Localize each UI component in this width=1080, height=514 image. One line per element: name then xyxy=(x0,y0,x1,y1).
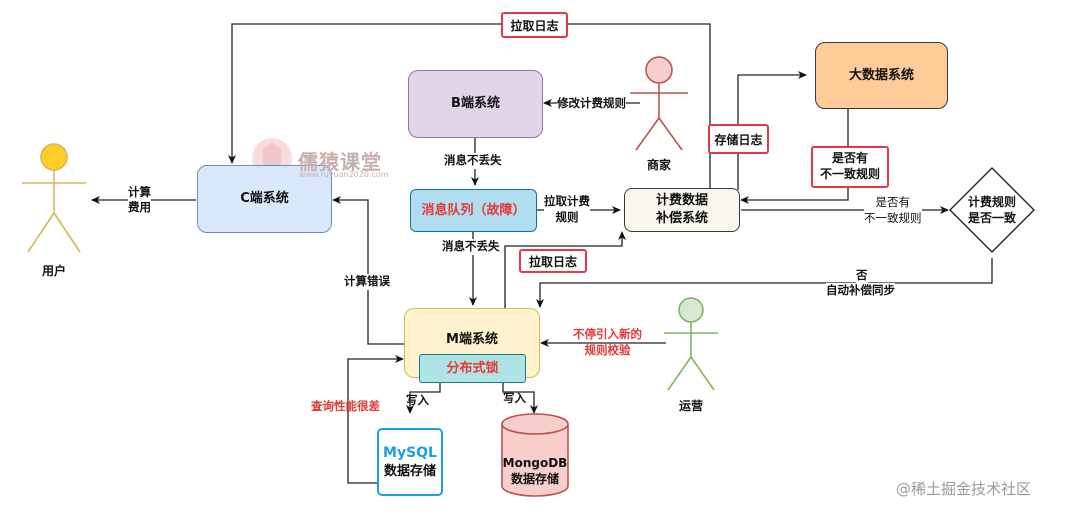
mysql-label-1: MySQL xyxy=(383,444,437,461)
decision-diamond xyxy=(949,167,1035,253)
edge-write-mongo xyxy=(502,383,538,414)
actor-operator xyxy=(664,297,718,391)
edge-write-mysql xyxy=(406,383,441,414)
billing-system-node[interactable]: 计费数据 补偿系统 xyxy=(624,188,740,232)
billing-label-2: 补偿系统 xyxy=(655,211,708,226)
label-calc-fee: 计算 费用 xyxy=(128,185,151,215)
mq-node[interactable]: 消息队列（故障） xyxy=(410,189,537,232)
label-inconsistent: 是否有 不一致规则 xyxy=(864,195,922,227)
distributed-lock-label: 分布式锁 xyxy=(446,360,499,376)
label-inconsistent-2: 不一致规则 xyxy=(864,210,922,225)
edge-inconsistent-back xyxy=(740,108,849,204)
mysql-label-2: 数据存储 xyxy=(383,463,436,479)
label-calc-error: 计算错误 xyxy=(344,274,390,290)
actor-merchant xyxy=(630,56,688,151)
label-pull-rules: 拉取计费 规则 xyxy=(544,193,590,226)
bigdata-label: 大数据系统 xyxy=(848,67,914,83)
label-new-rules-1: 不停引入新的 xyxy=(573,327,642,341)
actor-operator-name: 运营 xyxy=(678,399,703,413)
mq-label: 消息队列（故障） xyxy=(421,202,526,218)
actor-merchant-name: 商家 xyxy=(646,158,671,172)
label-write-1: 写入 xyxy=(406,393,429,407)
billing-label-1: 计费数据 xyxy=(655,193,708,209)
actor-user-name: 用户 xyxy=(41,264,66,278)
label-calc-fee-2: 费用 xyxy=(128,199,151,214)
tag-inconsistent-2: 不一致规则 xyxy=(819,167,880,181)
tag-store-log: 存储日志 xyxy=(708,124,769,154)
mongodb-node[interactable]: MongoDB 数据存储 xyxy=(502,450,568,492)
b-system-node[interactable]: B端系统 xyxy=(408,70,543,138)
mongodb-label-2: 数据存储 xyxy=(510,472,559,486)
label-pull-rules-2: 规则 xyxy=(555,210,579,225)
distributed-lock-node[interactable]: 分布式锁 xyxy=(419,354,526,383)
edge-pull-log-top xyxy=(228,23,711,188)
label-inconsistent-1: 是否有 xyxy=(875,195,911,209)
c-system-node[interactable]: C端系统 xyxy=(197,165,332,233)
mongodb-label-1: MongoDB xyxy=(502,455,568,470)
b-system-label: B端系统 xyxy=(451,96,500,112)
c-system-label: C端系统 xyxy=(240,191,289,207)
label-new-rules: 不停引入新的 规则校验 xyxy=(573,327,642,358)
decision-label-1: 计费规则 xyxy=(967,194,1016,209)
edge-slow-query xyxy=(347,355,404,484)
tag-inconsistent-1: 是否有 xyxy=(831,151,868,166)
label-new-rules-2: 规则校验 xyxy=(584,342,631,357)
actor-user xyxy=(22,143,86,253)
decision-label-2: 是否一致 xyxy=(967,211,1016,225)
tag-pull-log-top: 拉取日志 xyxy=(501,12,568,38)
watermark-brand: 儒猿课堂 xyxy=(298,150,382,174)
label-auto-sync: 自动补偿同步 xyxy=(826,283,895,299)
label-calc-fee-1: 计算 xyxy=(128,185,151,199)
tag-pull-log-mid: 拉取日志 xyxy=(519,249,587,273)
label-slow-query: 查询性能很差 xyxy=(311,399,380,413)
label-pull-rules-1: 拉取计费 xyxy=(544,194,590,208)
m-system-label: M端系统 xyxy=(446,332,498,347)
bigdata-node[interactable]: 大数据系统 xyxy=(815,42,948,109)
label-msg-no-loss-1: 消息不丢失 xyxy=(444,153,502,169)
edge-pull-log-mid xyxy=(504,231,626,308)
mongodb-cylinder xyxy=(501,413,569,497)
label-write-2: 写入 xyxy=(503,391,526,405)
label-no: 否 xyxy=(856,268,868,284)
label-msg-no-loss-2: 消息不丢失 xyxy=(442,239,500,255)
tag-inconsistent: 是否有 不一致规则 xyxy=(811,146,889,188)
label-modify-rules: 修改计费规则 xyxy=(557,96,626,112)
decision-node[interactable]: 计费规则 是否一致 xyxy=(955,190,1029,230)
mysql-node[interactable]: MySQL 数据存储 xyxy=(377,428,443,496)
edge-auto-sync xyxy=(536,258,993,308)
edge-calc-error xyxy=(332,196,405,345)
watermark-url: www.ruyuan2020.com xyxy=(299,170,389,179)
watermark-footer: @稀土掘金技术社区 xyxy=(896,480,1032,498)
